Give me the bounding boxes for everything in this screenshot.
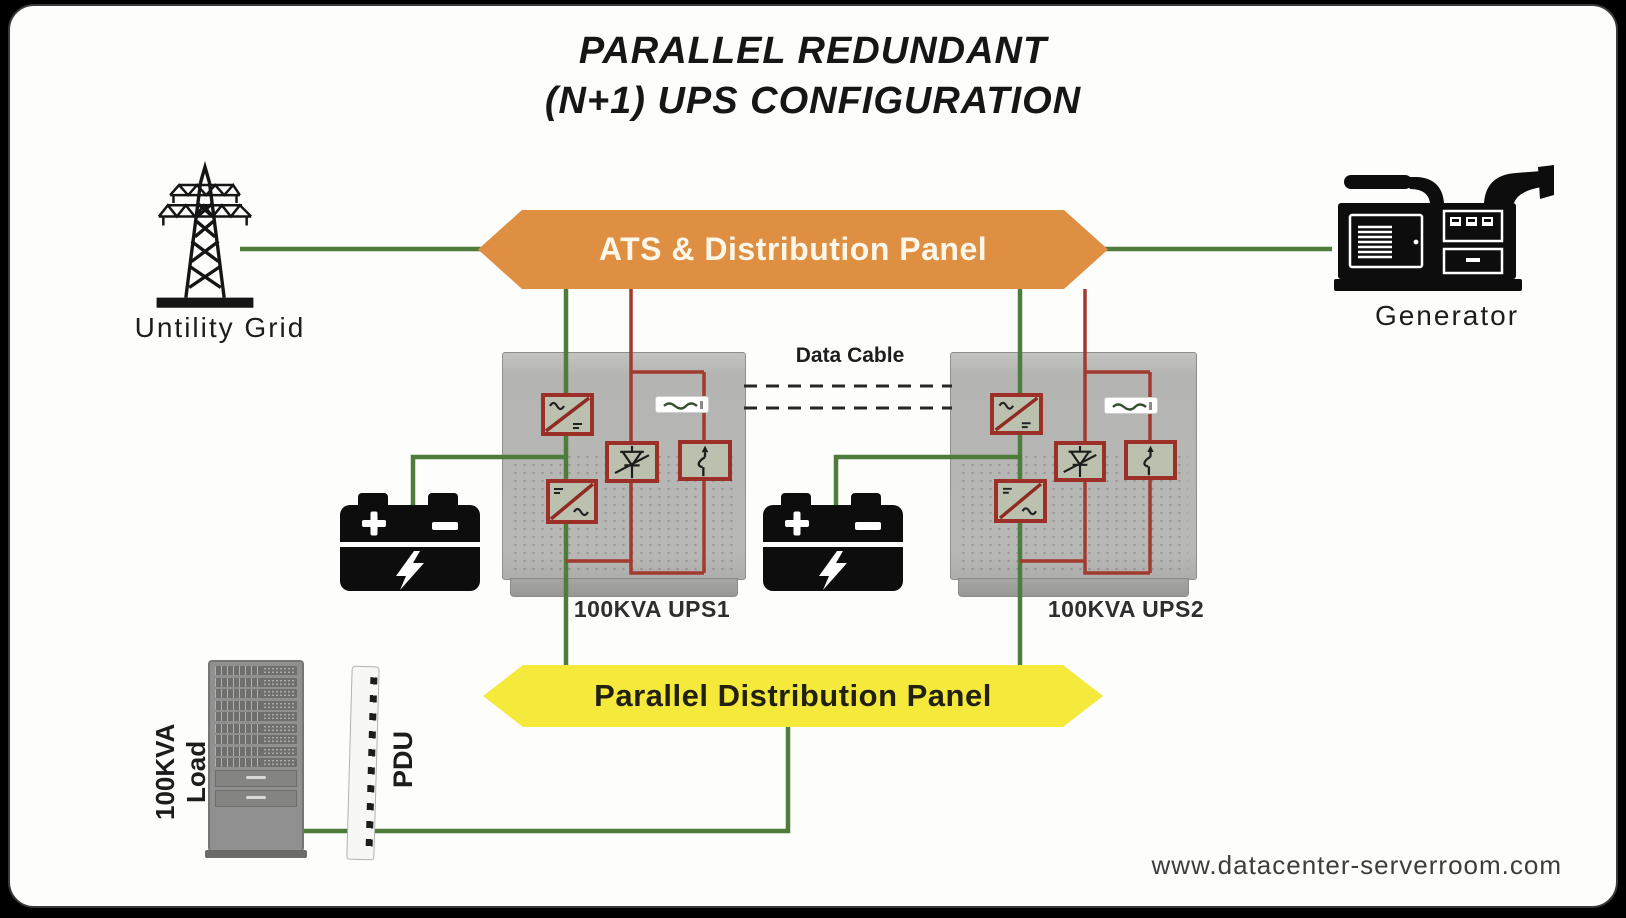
watermark-url: www.datacenter-serverroom.com [1151, 850, 1562, 880]
load-label: 100KVA Load [150, 723, 211, 821]
ups1-cabinet-base [510, 578, 738, 597]
ups1-rectifier-icon [541, 393, 594, 436]
utility-grid-label: Untility Grid [134, 312, 306, 343]
page-title: PARALLEL REDUNDANT (N+1) UPS CONFIGURATI… [0, 26, 1626, 126]
server-rack-base [205, 850, 307, 858]
ats-distribution-panel: ATS & Distribution Panel [478, 210, 1108, 289]
ups1-breaker-icon [678, 440, 732, 481]
ups2-rectifier-icon [990, 393, 1043, 435]
ups2-cabinet-base [958, 578, 1189, 597]
pdu-label: PDU [388, 730, 418, 788]
parallel-distribution-panel: Parallel Distribution Panel [483, 665, 1103, 727]
ats-panel-label: ATS & Distribution Panel [598, 231, 988, 267]
ups1-label: 100KVA UPS1 [573, 596, 731, 622]
utility-grid-icon [156, 160, 254, 308]
pdu-icon [346, 665, 380, 861]
battery2-icon [763, 493, 903, 591]
ups1-static-switch-icon [605, 441, 659, 483]
title-line-1: PARALLEL REDUNDANT [578, 30, 1048, 72]
generator-icon [1334, 165, 1554, 291]
generator-label: Generator [1374, 300, 1520, 331]
server-rack-icon [208, 660, 304, 852]
ups2-breaker-icon [1124, 440, 1177, 480]
ups2-logo-badge [1104, 397, 1158, 414]
ups2-static-switch-icon [1054, 441, 1106, 482]
ups1-inverter-icon [546, 479, 598, 524]
data-cable-label: Data Cable [795, 344, 905, 367]
ups1-logo-badge [655, 396, 709, 413]
ups2-label: 100KVA UPS2 [1047, 596, 1205, 622]
ups2-inverter-icon [994, 479, 1047, 523]
title-line-2: (N+1) UPS CONFIGURATION [544, 80, 1082, 122]
battery1-icon [340, 493, 480, 591]
parallel-panel-label: Parallel Distribution Panel [594, 678, 992, 713]
